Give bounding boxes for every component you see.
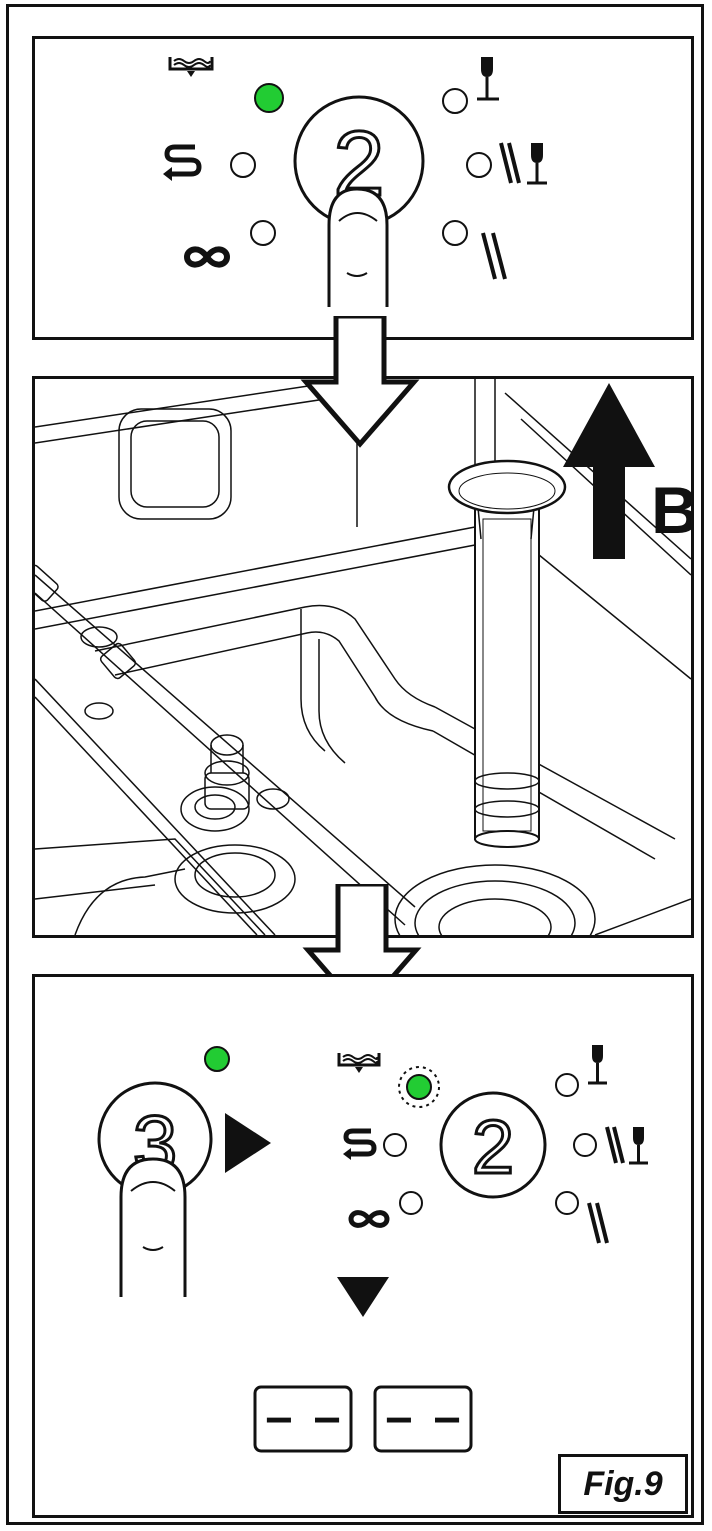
led-start-indicator [204,1046,230,1072]
figure-label: Fig.9 [558,1454,688,1514]
display-right: – – [373,1385,473,1453]
cutlery-icon [587,1202,609,1244]
wash-arm-tube [35,564,416,935]
wine-glass-icon [477,57,499,101]
led-cutlery[interactable] [555,1191,579,1215]
svg-text:2: 2 [472,1105,514,1190]
led-infinity[interactable] [399,1191,423,1215]
led-wine-glass[interactable] [555,1073,579,1097]
led-cutlery-glass[interactable] [573,1133,597,1157]
cutlery-glass-icon [499,142,547,185]
infinity-icon [183,246,231,268]
cutlery-glass-icon [605,1126,648,1165]
svg-text:B: B [651,473,691,547]
figure-frame [6,4,704,1525]
panel-cycle-start: 3 [32,974,694,1518]
finger-press-icon [119,1157,187,1297]
water-fill-icon [337,1053,381,1073]
cycle-s-icon [343,1128,377,1160]
led-cutlery[interactable] [442,220,468,246]
water-fill-icon [168,57,214,77]
play-arrow-icon [225,1113,271,1173]
led-water-fill [254,83,284,113]
figure-label-text: Fig.9 [583,1464,663,1503]
cutlery-icon [481,232,507,280]
display-left: – – [253,1385,353,1453]
panel-machine-view: B [32,376,694,938]
cycle-s-icon [163,144,202,181]
valve-assembly [80,626,296,914]
infinity-icon [348,1210,390,1228]
led-water-fill-blinking [398,1066,440,1108]
lift-arrow-b: B [563,383,691,559]
down-arrow-icon [337,1277,389,1317]
program-button-2[interactable]: 2 [439,1091,547,1199]
drain-filter [394,864,596,935]
led-infinity[interactable] [250,220,276,246]
tank-vent-cover [118,408,232,520]
led-cutlery-glass[interactable] [466,152,492,178]
svg-text:– –: – – [267,1395,340,1441]
finger-press-icon [327,187,389,307]
panel-program-select: 2 [32,36,694,340]
led-wine-glass[interactable] [442,88,468,114]
flow-arrow-1 [300,316,420,448]
led-cycle-s[interactable] [383,1133,407,1157]
svg-text:– –: – – [387,1395,460,1441]
wine-glass-icon [588,1045,607,1085]
overflow-pipe[interactable] [447,459,567,848]
led-cycle-s[interactable] [230,152,256,178]
